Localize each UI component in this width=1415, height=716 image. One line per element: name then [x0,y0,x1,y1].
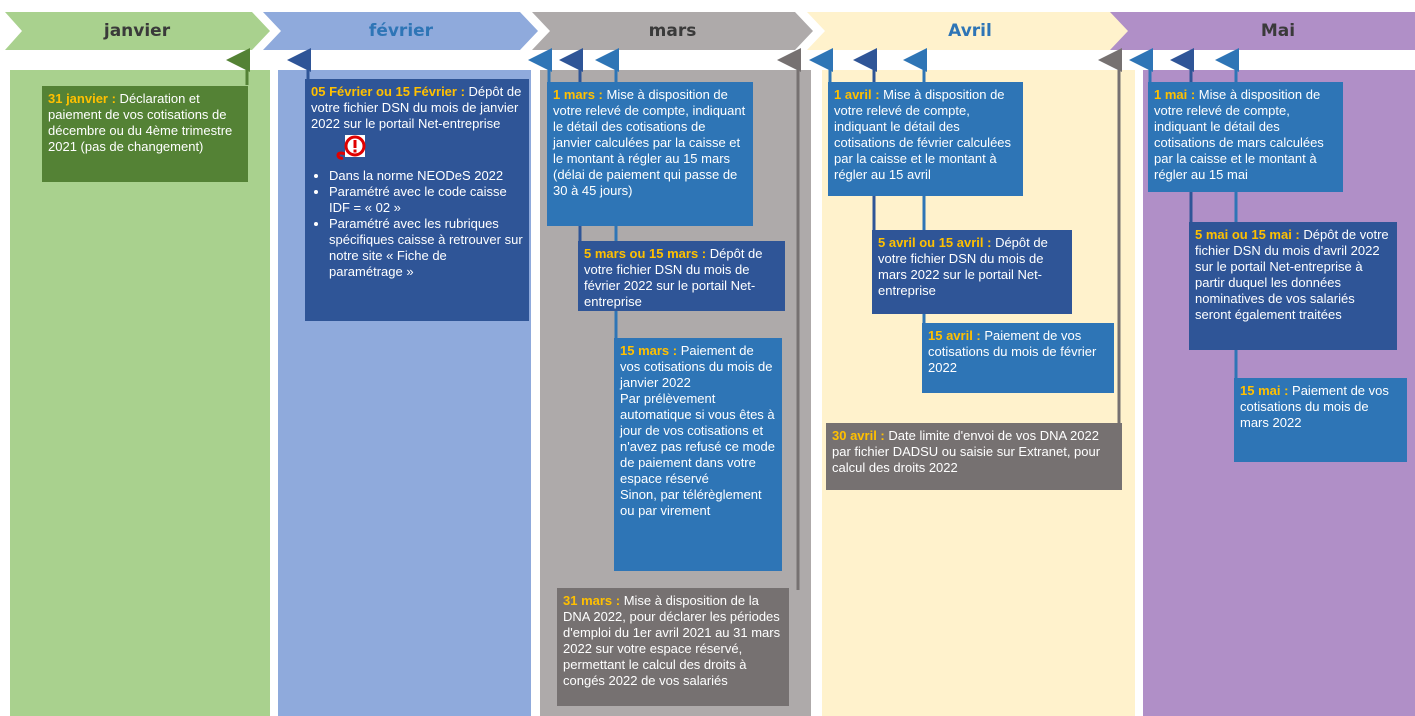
warning-exclamation-icon [333,134,367,162]
event-text: Mise à disposition de votre relevé de co… [553,87,746,198]
event-date: 1 avril : [834,87,880,102]
event-date: 1 mai : [1154,87,1196,102]
requirements-list: Dans la norme NEODeS 2022 Paramétré avec… [311,168,523,280]
month-label-mars: mars [648,21,697,41]
event-text: Mise à disposition de votre relevé de co… [1154,87,1324,182]
list-item: Paramétré avec les rubriques spécifiques… [329,216,523,280]
event-text: Déclaration et paiement de vos cotisatio… [48,91,233,154]
month-label-janvier: janvier [103,21,171,41]
event-text: Dépôt de votre fichier DSN du mois de fé… [584,246,763,309]
event-text: Dépôt de votre fichier DSN du mois de ja… [311,84,522,131]
event-extra-2: Sinon, par télérèglement ou par virement [620,487,762,518]
event-text: Dépôt de votre fichier DSN du mois d'avr… [1195,227,1389,322]
event-1-mars: 1 mars : Mise à disposition de votre rel… [547,82,753,226]
event-date: 15 avril : [928,328,981,343]
event-31-janvier: 31 janvier : Déclaration et paiement de … [42,86,248,182]
event-text: Paiement de vos cotisations du mois de m… [1240,383,1389,430]
event-text: Paiement de vos cotisations du mois de f… [928,328,1097,375]
event-5-avril: 5 avril ou 15 avril : Dépôt de votre fic… [872,230,1072,314]
event-15-avril: 15 avril : Paiement de vos cotisations d… [922,323,1114,393]
event-date: 15 mai : [1240,383,1289,398]
event-15-mai: 15 mai : Paiement de vos cotisations du … [1234,378,1407,462]
event-date: 30 avril : [832,428,885,443]
event-fevrier-dsn: 05 Février ou 15 Février : Dépôt de votr… [305,79,529,321]
event-date: 5 avril ou 15 avril : [878,235,992,250]
month-label-avril: Avril [948,21,992,41]
event-date: 31 janvier : [48,91,116,106]
event-text: Mise à disposition de la DNA 2022, pour … [563,593,781,688]
event-date: 1 mars : [553,87,603,102]
list-item: Paramétré avec le code caisse IDF = « 02… [329,184,523,216]
event-text: Dépôt de votre fichier DSN du mois de ma… [878,235,1048,298]
list-item: Dans la norme NEODeS 2022 [329,168,523,184]
event-31-mars: 31 mars : Mise à disposition de la DNA 2… [557,588,789,706]
event-1-mai: 1 mai : Mise à disposition de votre rele… [1148,82,1343,192]
event-1-avril: 1 avril : Mise à disposition de votre re… [828,82,1023,196]
event-date: 31 mars : [563,593,621,608]
event-15-mars: 15 mars : Paiement de vos cotisations du… [614,338,782,571]
event-5-mai: 5 mai ou 15 mai : Dépôt de votre fichier… [1189,222,1397,350]
event-text: Paiement de vos cotisations du mois de j… [620,343,773,390]
event-text: Date limite d'envoi de vos DNA 2022 par … [832,428,1101,475]
month-label-fevrier: février [368,21,434,41]
month-label-mai: Mai [1260,21,1296,41]
event-5-mars: 5 mars ou 15 mars : Dépôt de votre fichi… [578,241,785,311]
event-date: 05 Février ou 15 Février : [311,84,465,99]
event-date: 5 mai ou 15 mai : [1195,227,1300,242]
event-date: 5 mars ou 15 mars : [584,246,707,261]
event-text: Mise à disposition de votre relevé de co… [834,87,1012,182]
event-30-avril: 30 avril : Date limite d'envoi de vos DN… [826,423,1122,490]
event-date: 15 mars : [620,343,678,358]
event-extra: Par prélèvement automatique si vous êtes… [620,391,775,486]
